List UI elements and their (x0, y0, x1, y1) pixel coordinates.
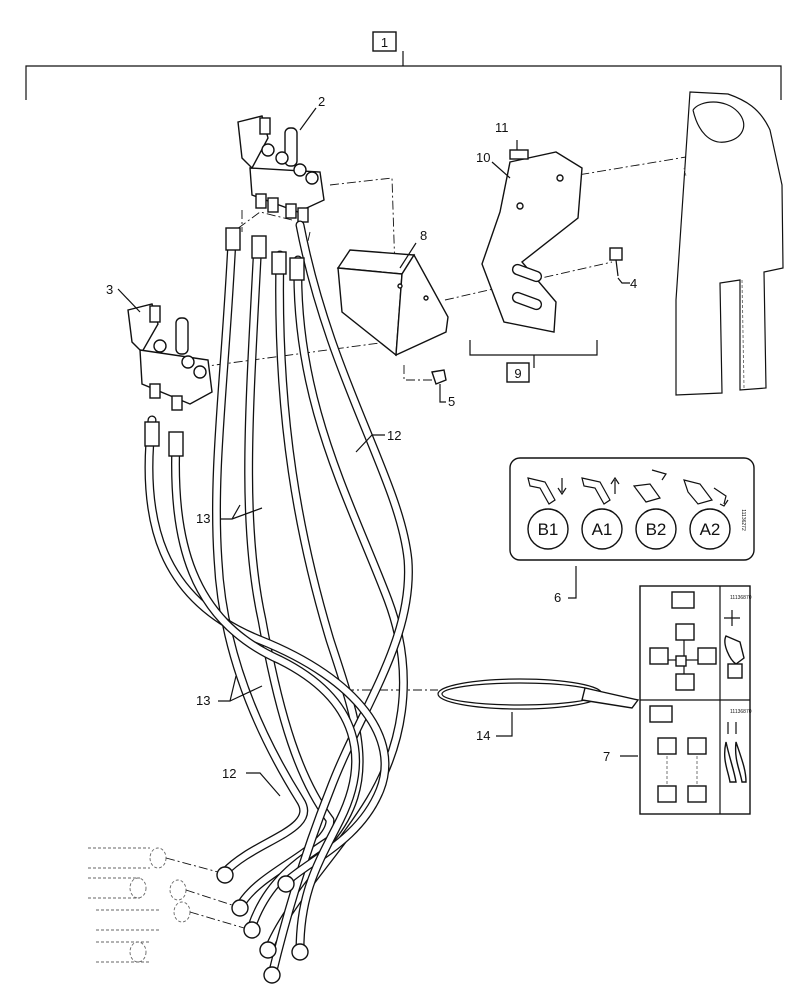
decal-label-a1: A1 (592, 520, 613, 539)
callout-14: 14 (476, 728, 490, 743)
callout-1: 1 (381, 35, 388, 50)
leader-13a (220, 504, 263, 520)
leader-6 (568, 566, 577, 599)
dotted-fittings (88, 847, 245, 963)
callout-13-top: 13 (196, 511, 210, 526)
decal-label-a2: A2 (700, 520, 721, 539)
decal-6: B1 A1 B2 A2 11136272 (509, 457, 755, 561)
boom-arm (675, 91, 784, 396)
callout-8: 8 (420, 228, 427, 243)
leader-14 (496, 712, 513, 737)
valve-block-3 (127, 303, 213, 411)
callout-9: 9 (514, 366, 521, 381)
callout-5: 5 (448, 394, 455, 409)
hose-set (144, 220, 413, 984)
callout-12-top: 12 (387, 428, 401, 443)
decal-7-code-top: 11136870 (730, 595, 752, 601)
leader-12b (246, 772, 281, 797)
strap-14 (437, 678, 640, 710)
callout-7: 7 (603, 749, 610, 764)
valve-block-2 (237, 115, 325, 223)
callout-10: 10 (476, 150, 490, 165)
mounting-bracket-10 (481, 151, 583, 333)
assembly-bracket-1 (25, 51, 782, 100)
bolt-11 (509, 149, 529, 160)
kit-bracket-9 (469, 340, 598, 356)
callout-13-bottom: 13 (196, 693, 210, 708)
decal-7: 11136870 11136870 (639, 585, 752, 815)
decal-7-code-bottom: 11136870 (730, 709, 752, 715)
alignment-lines (199, 156, 687, 700)
bolt-5 (431, 369, 447, 385)
callout-box-1 (372, 31, 397, 52)
decal-6-code: 11136272 (740, 509, 746, 531)
leader-13b (218, 675, 263, 702)
decal-label-b1: B1 (538, 520, 559, 539)
callout-4: 4 (630, 276, 637, 291)
callout-3: 3 (106, 282, 113, 297)
bolt-4 (609, 247, 623, 277)
callout-box-9 (506, 362, 530, 383)
callout-2: 2 (318, 94, 325, 109)
callout-6: 6 (554, 590, 561, 605)
hose-guard-8 (336, 249, 449, 357)
decal-label-b2: B2 (646, 520, 667, 539)
callout-11: 11 (495, 120, 509, 135)
callout-12-bottom: 12 (222, 766, 236, 781)
leader-12a (355, 434, 385, 453)
